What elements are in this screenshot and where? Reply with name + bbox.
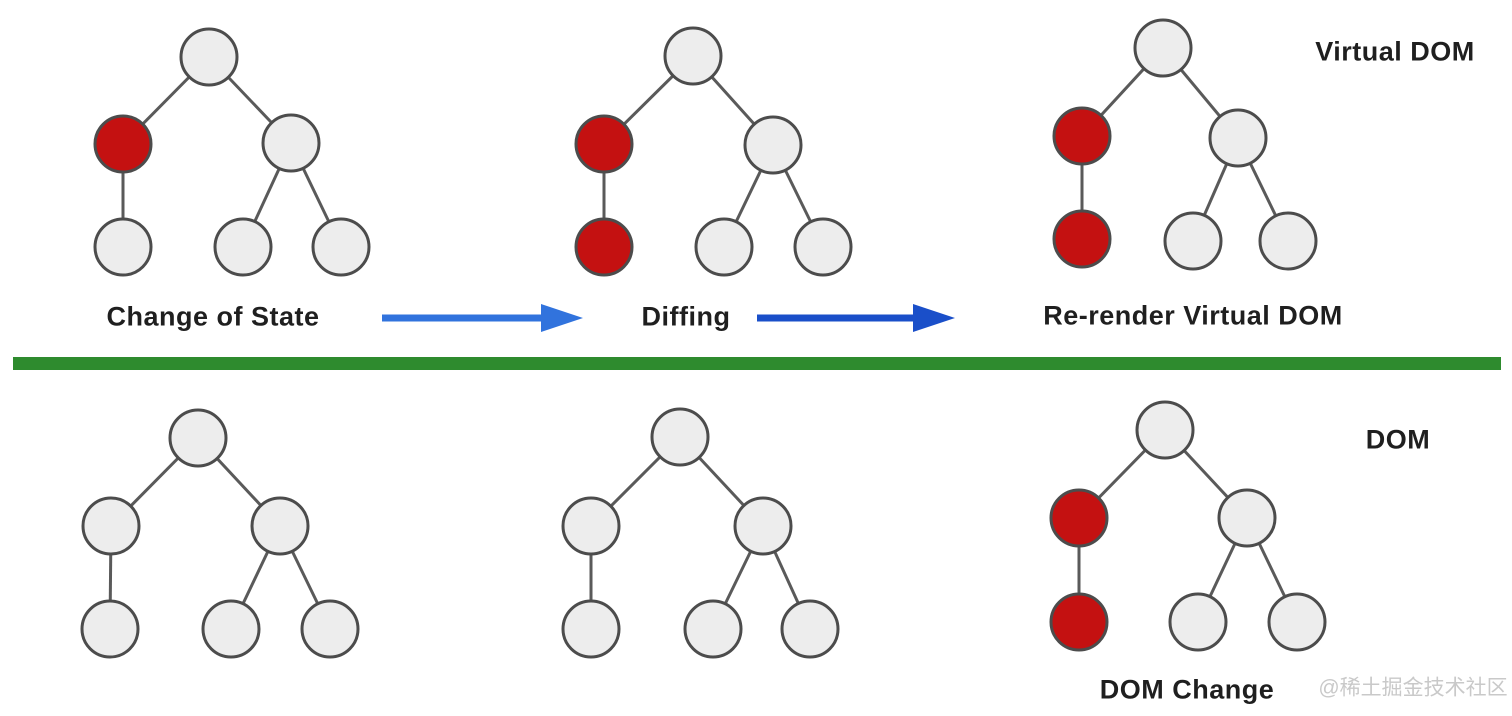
label-re-render-virtual-dom: Re-render Virtual DOM: [1043, 300, 1343, 331]
tree-node: [1208, 108, 1268, 168]
tree-dom-change: [1049, 400, 1327, 652]
tree-node: [743, 115, 803, 175]
arrow-head-icon: [913, 304, 955, 332]
arrow-head-icon: [541, 304, 583, 332]
tree-node-changed: [1052, 106, 1112, 166]
label-virtual-dom-layer: Virtual DOM: [1315, 36, 1475, 67]
tree-node: [1163, 211, 1223, 271]
tree-node: [683, 599, 743, 659]
tree-node-changed: [93, 114, 153, 174]
tree-node: [1133, 18, 1193, 78]
tree-node: [561, 599, 621, 659]
tree-node: [179, 27, 239, 87]
tree-dom-2: [561, 407, 840, 659]
tree-node-changed: [1049, 488, 1109, 548]
tree-node-changed: [574, 114, 634, 174]
layer-divider-line: [13, 357, 1501, 370]
label-diffing: Diffing: [641, 301, 731, 332]
tree-node: [663, 26, 723, 86]
label-change-of-state: Change of State: [106, 301, 320, 332]
tree-node: [261, 113, 321, 173]
tree-node: [561, 496, 621, 556]
tree-node: [250, 496, 310, 556]
tree-rerender-virtual-dom: [1052, 18, 1318, 271]
tree-node: [650, 407, 710, 467]
tree-node: [793, 217, 853, 277]
tree-node-changed: [1052, 209, 1112, 269]
tree-node: [1168, 592, 1228, 652]
tree-dom-1: [80, 408, 360, 659]
tree-change-of-state: [93, 27, 371, 277]
tree-node: [1217, 488, 1277, 548]
tree-node-changed: [574, 217, 634, 277]
tree-node: [168, 408, 228, 468]
arrow-change-to-diffing: [382, 304, 583, 332]
tree-node: [1267, 592, 1327, 652]
tree-node: [694, 217, 754, 277]
tree-node: [213, 217, 273, 277]
tree-node: [300, 599, 360, 659]
tree-node-changed: [1049, 592, 1109, 652]
tree-node: [81, 496, 141, 556]
tree-node: [780, 599, 840, 659]
label-dom-change: DOM Change: [1099, 674, 1275, 705]
arrow-diffing-to-rerender: [757, 304, 955, 332]
tree-node: [311, 217, 371, 277]
tree-node: [1135, 400, 1195, 460]
tree-node: [93, 217, 153, 277]
tree-node: [1258, 211, 1318, 271]
label-dom-layer: DOM: [1365, 424, 1431, 455]
tree-diffing: [574, 26, 853, 277]
tree-node: [733, 496, 793, 556]
tree-node: [201, 599, 261, 659]
watermark: @稀土掘金技术社区: [1318, 676, 1508, 700]
tree-node: [80, 599, 140, 659]
